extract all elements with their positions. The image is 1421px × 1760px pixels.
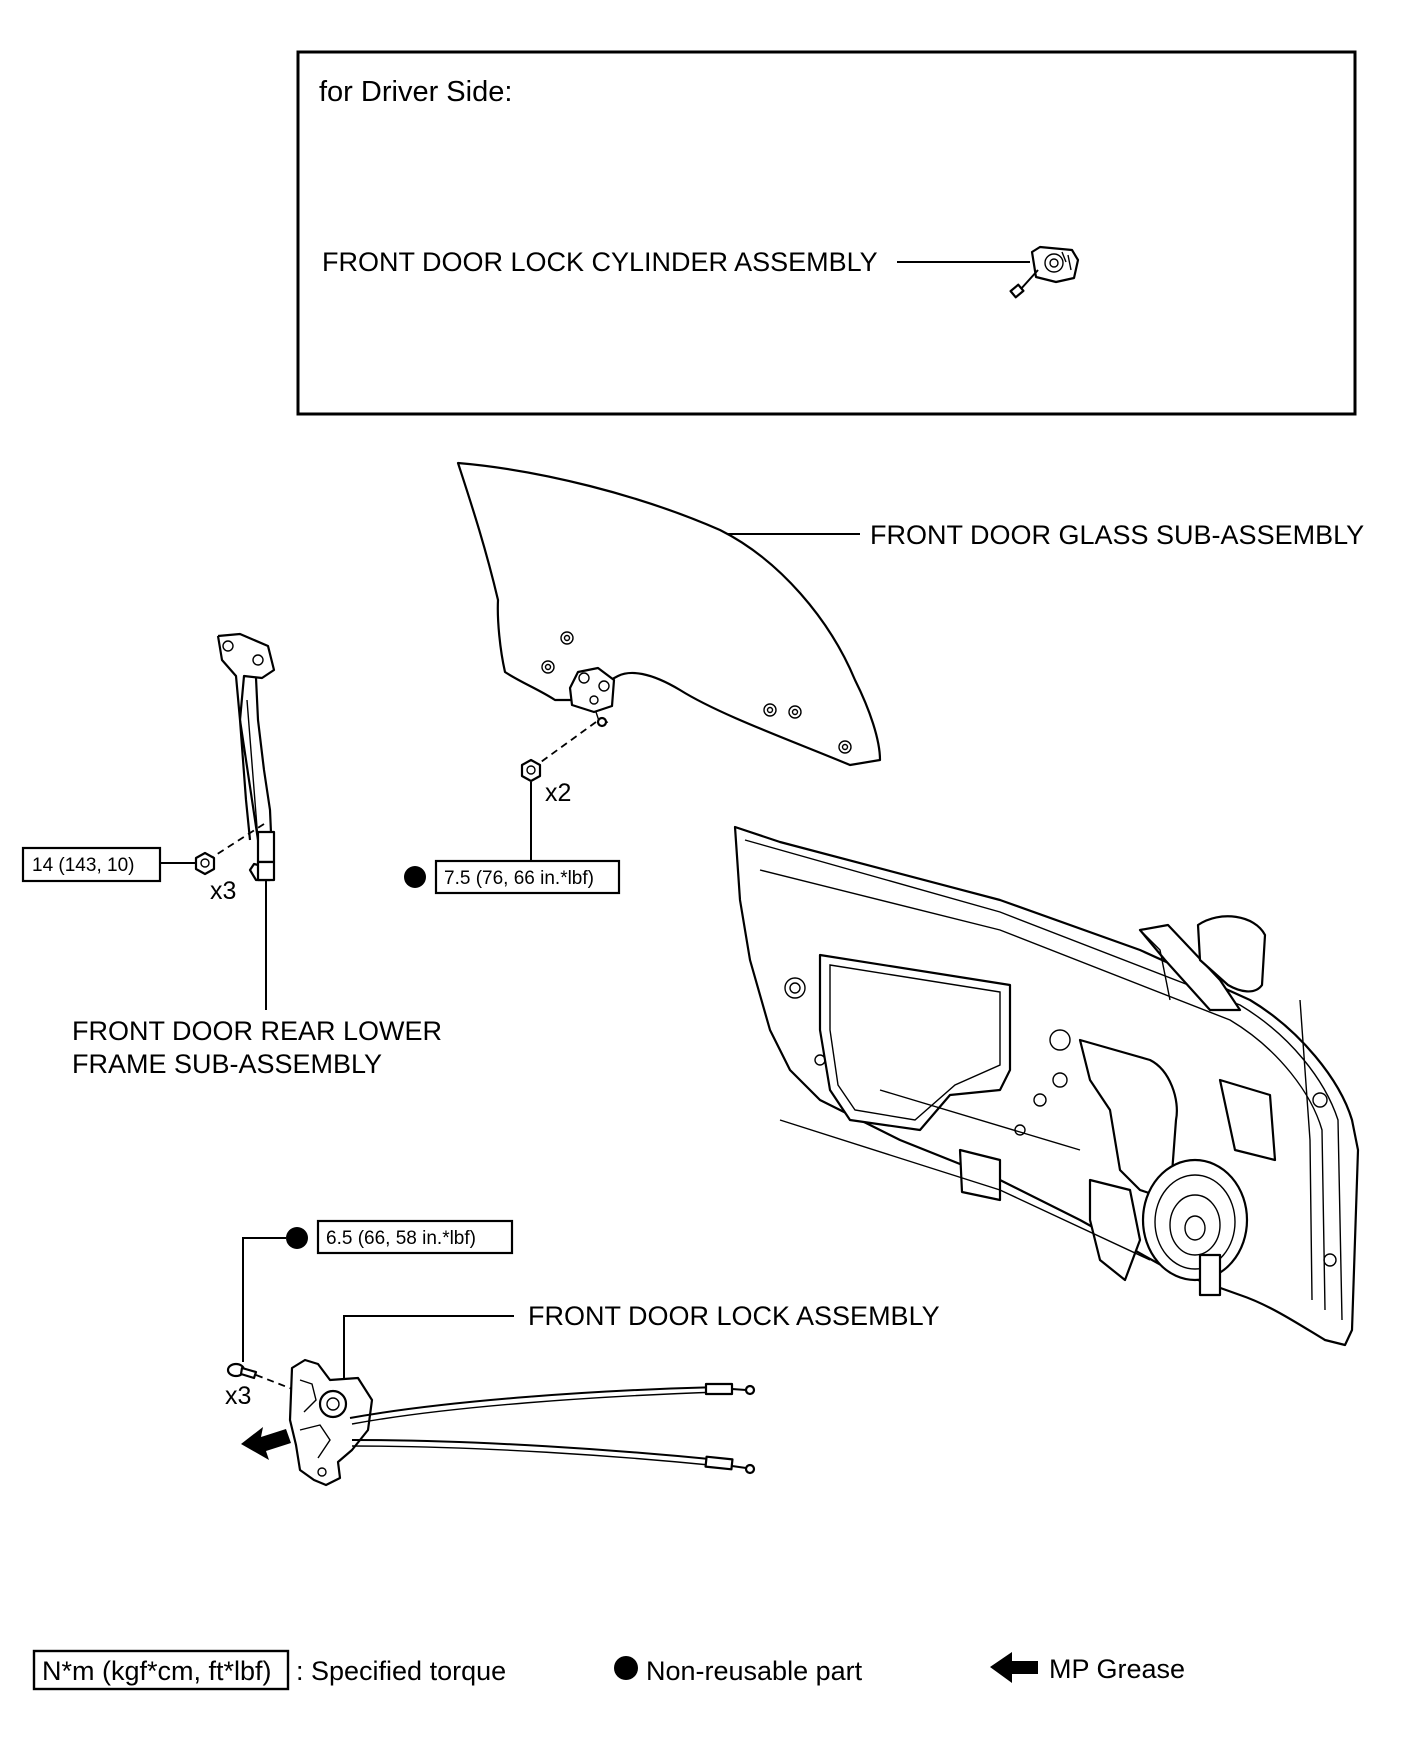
glass-nut-qty: x2 (545, 779, 571, 807)
lock-torque-leader (242, 1237, 286, 1362)
front-door-lock (288, 1358, 756, 1487)
rear-lower-frame (216, 632, 276, 882)
lock-grease-arrow-icon (241, 1427, 291, 1460)
frame-label-line2: FRAME SUB-ASSEMBLY (72, 1049, 382, 1079)
front-door-glass (456, 461, 882, 767)
door-inner-panel (733, 825, 1360, 1347)
lock-leader (343, 1315, 514, 1380)
lock-cylinder-label: FRONT DOOR LOCK CYLINDER ASSEMBLY (322, 247, 878, 277)
door-speaker (1141, 1158, 1249, 1297)
lock-screw-icon (226, 1362, 258, 1380)
glass-nut-icon (520, 758, 542, 783)
legend-nonreusable-text: Non-reusable part (646, 1656, 863, 1686)
inset-title: for Driver Side: (319, 76, 512, 108)
legend-grease-arrow-icon (990, 1652, 1038, 1683)
legend-torque-text: : Specified torque (296, 1656, 506, 1686)
frame-nut-icon (194, 851, 216, 876)
driver-side-inset: for Driver Side: FRONT DOOR LOCK CYLINDE… (296, 50, 1357, 416)
frame-torque-value: 14 (143, 10) (32, 855, 134, 876)
lock-nonreusable-dot-icon (286, 1227, 308, 1249)
legend-torque-box-text: N*m (kgf*cm, ft*lbf) (42, 1656, 272, 1686)
lock-torque-value: 6.5 (66, 58 in.*lbf) (326, 1228, 476, 1249)
lock-torque-box (316, 1219, 514, 1255)
lock-cylinder-icon (1009, 245, 1080, 299)
glass-torque-box (434, 859, 621, 895)
glass-label: FRONT DOOR GLASS SUB-ASSEMBLY (870, 520, 1364, 550)
frame-nut-qty: x3 (210, 877, 236, 905)
lock-label: FRONT DOOR LOCK ASSEMBLY (528, 1301, 940, 1331)
legend-grease-text: MP Grease (1049, 1654, 1185, 1684)
legend-torque-box (32, 1649, 290, 1691)
legend-nonreusable-dot-icon (614, 1656, 638, 1680)
frame-torque-box (21, 846, 162, 883)
glass-torque-value: 7.5 (76, 66 in.*lbf) (444, 868, 594, 889)
glass-nut-dashline (533, 721, 597, 768)
non-reusable-dot-icon (404, 866, 426, 888)
frame-label-line1: FRONT DOOR REAR LOWER (72, 1016, 442, 1046)
lock-screw-qty: x3 (225, 1382, 251, 1410)
